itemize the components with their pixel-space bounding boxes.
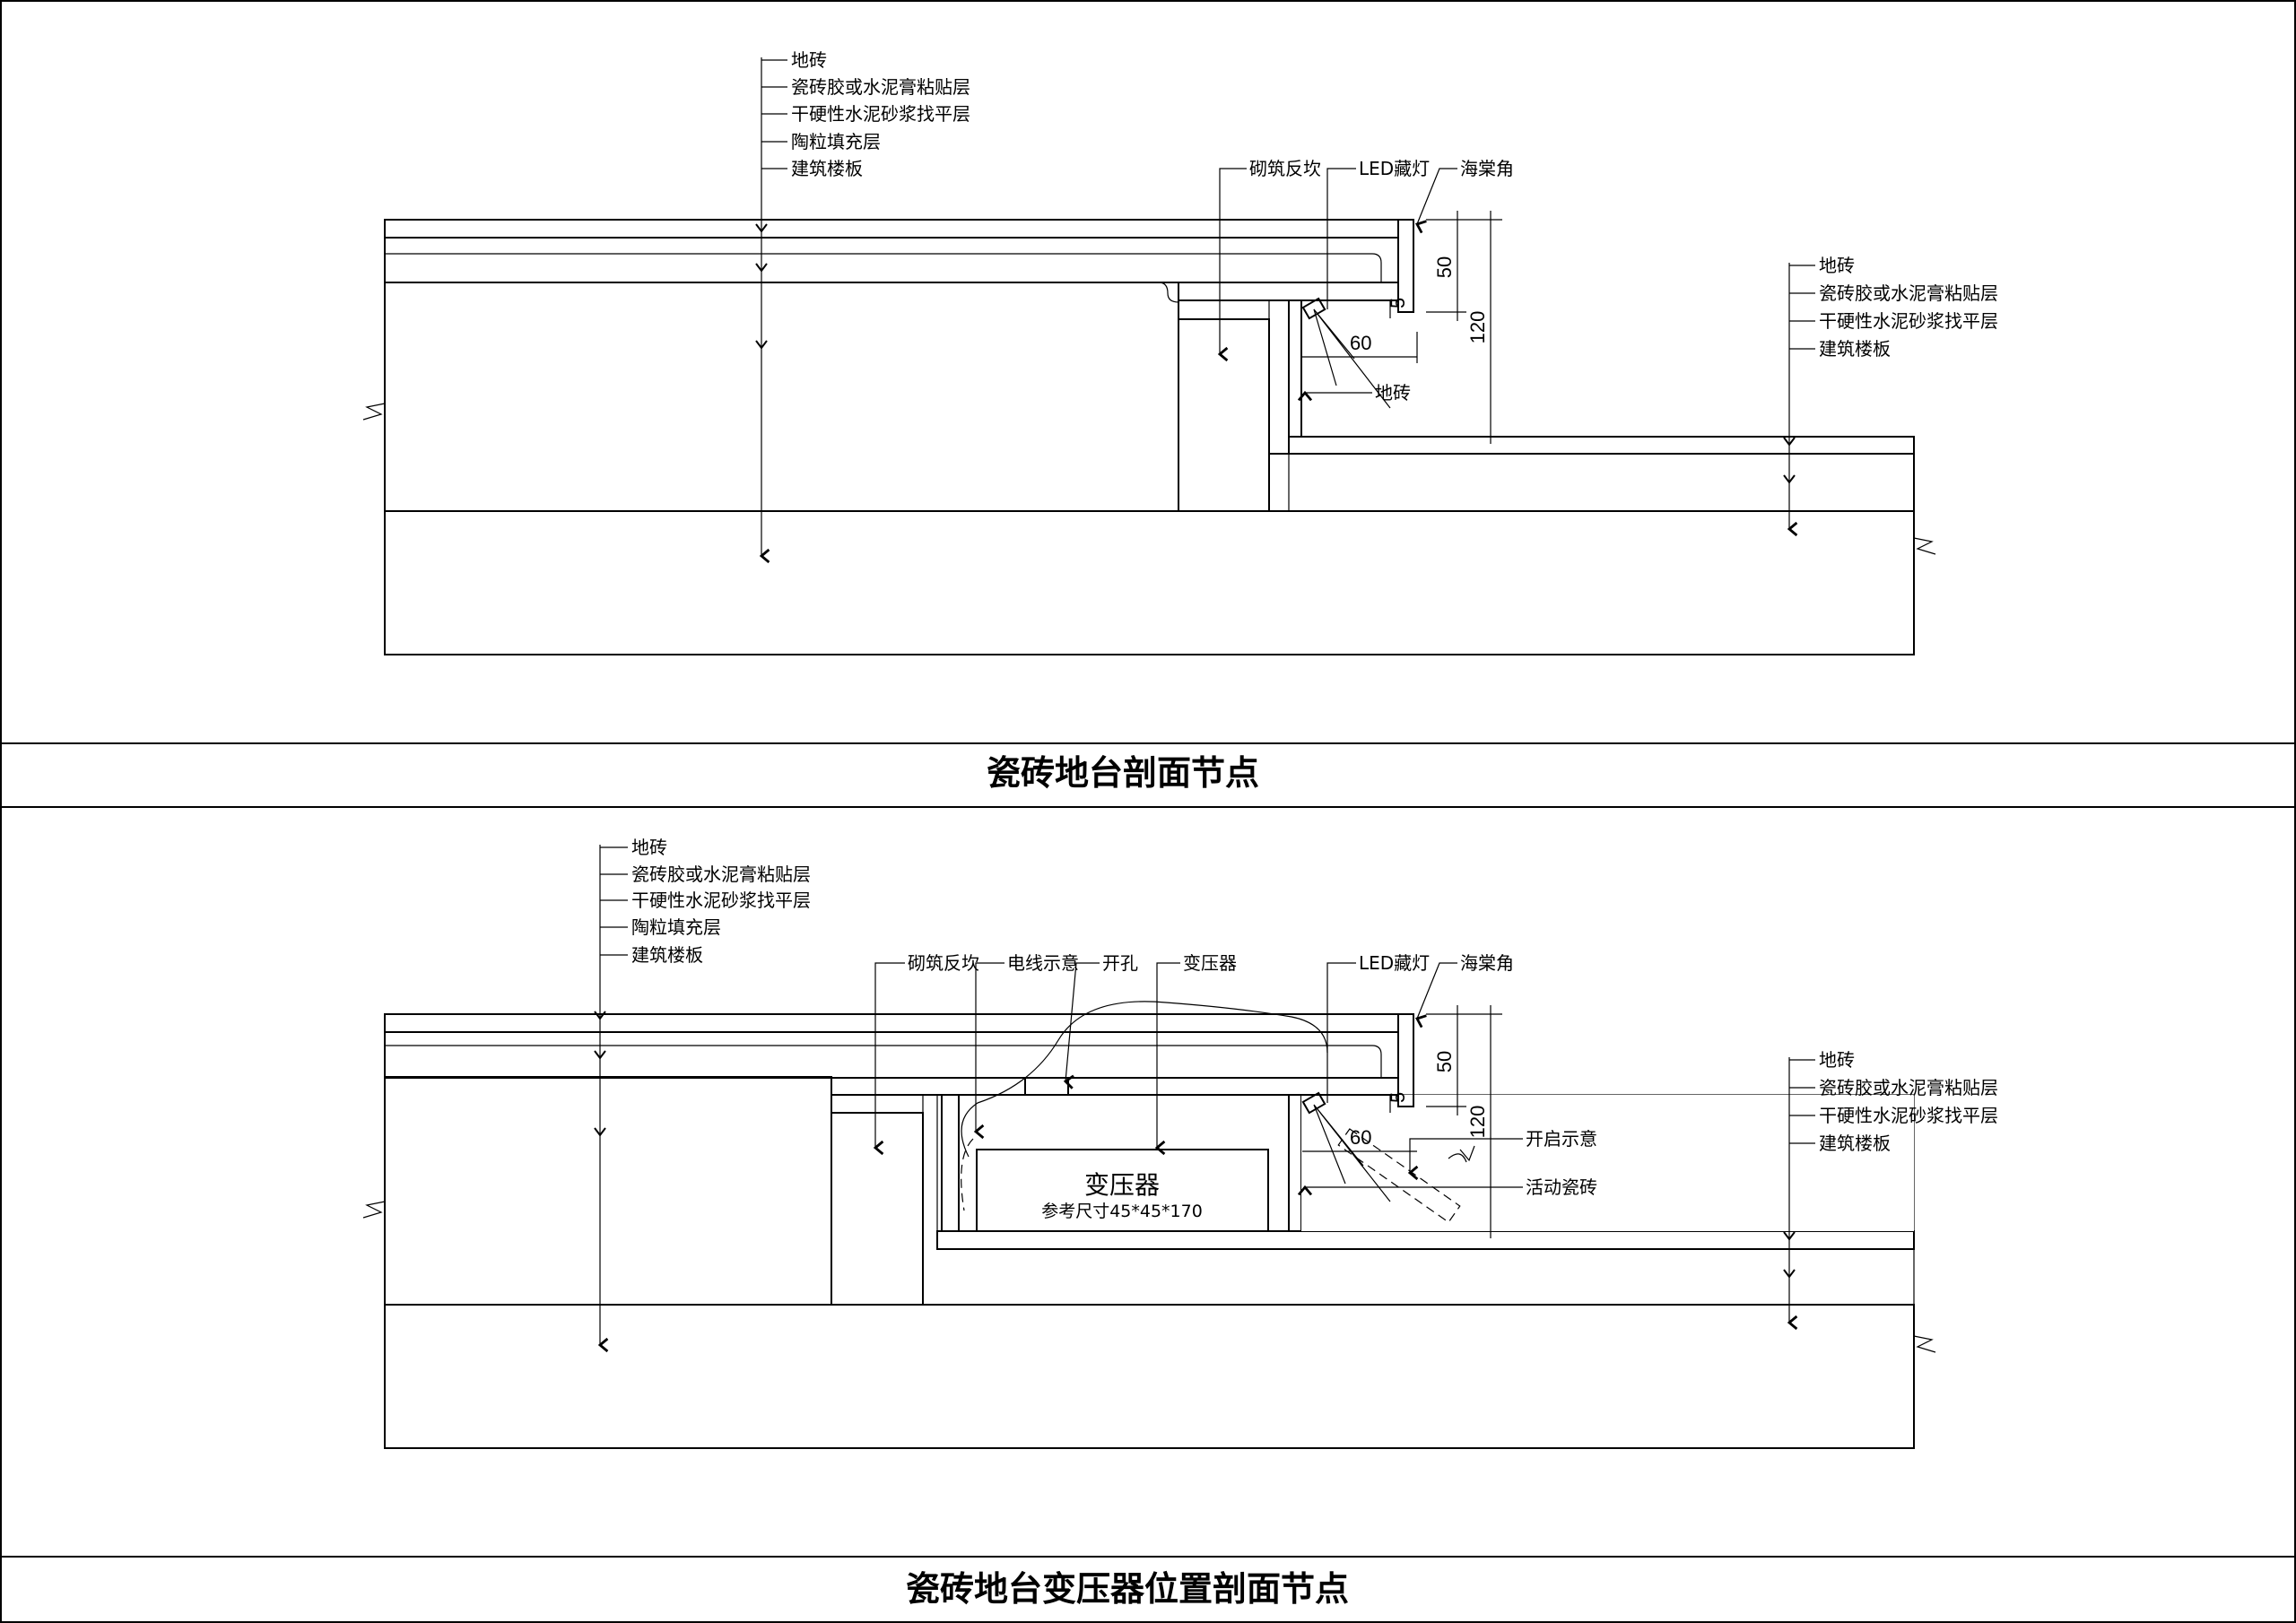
- mortar-fill: [1268, 299, 1290, 512]
- layer-labels-right: 地砖 瓷砖胶或水泥膏粘贴层 干硬性水泥砂浆找平层 建筑楼板: [1789, 1049, 1998, 1154]
- masonry-kerb: [831, 1112, 924, 1306]
- led-leader: [1326, 962, 1356, 1103]
- layer-label: 地砖: [1819, 255, 1855, 276]
- kerb-leader: [873, 962, 905, 1156]
- transformer-size: 参考尺寸45*45*170: [1041, 1202, 1203, 1221]
- upper-mortar: [384, 1031, 1399, 1079]
- layer-label: 建筑楼板: [631, 944, 703, 966]
- open-space: [1301, 1095, 1914, 1231]
- section-1-drawing: 地砖 瓷砖胶或水泥膏粘贴层 干硬性水泥砂浆找平层 陶粒填充层 建筑楼板 地砖 瓷…: [362, 49, 1998, 655]
- layer-label: 地砖: [791, 49, 827, 71]
- wire-path: [961, 1001, 1328, 1158]
- corner-leader: [1414, 168, 1457, 234]
- led-leader: [1326, 168, 1356, 309]
- layer-labels-right: 地砖 瓷砖胶或水泥膏粘贴层 干硬性水泥砂浆找平层 建筑楼板: [1789, 255, 1998, 360]
- upper-floor-tile: [384, 219, 1399, 239]
- ledge-tile: [1178, 282, 1399, 301]
- step-wall-tile: [1288, 299, 1302, 438]
- lower-floor-tile: [1288, 436, 1915, 455]
- screed-line: [385, 1045, 1382, 1078]
- led-strip: [1301, 297, 1326, 320]
- rotate-arrow-icon: [1448, 1145, 1475, 1163]
- wire-leader: [973, 962, 1004, 1140]
- light-beam: [1313, 308, 1391, 409]
- layer-labels-left: 地砖 瓷砖胶或水泥膏粘贴层 干硬性水泥砂浆找平层 陶粒填充层 建筑楼板: [761, 49, 970, 179]
- lower-mortar: [1268, 453, 1915, 512]
- ceramsite-fill: [384, 1076, 832, 1306]
- movable-tile-open: [1337, 1128, 1461, 1223]
- ceramsite-fill: [384, 282, 1179, 512]
- layer-label: 瓷砖胶或水泥膏粘贴层: [631, 864, 811, 885]
- hole-leader: [1063, 962, 1100, 1089]
- side-tile-callout: 地砖: [1375, 382, 1411, 404]
- layer-label: 干硬性水泥砂浆找平层: [791, 103, 970, 125]
- layer-label: 陶粒填充层: [631, 916, 721, 938]
- layer-label: 建筑楼板: [1819, 1133, 1891, 1154]
- layer-label: 建筑楼板: [791, 158, 863, 179]
- dimensions: 50 120 60 5: [1302, 1005, 1502, 1238]
- led-callout: LED藏灯: [1359, 952, 1430, 974]
- hole-callout: 开孔: [1102, 952, 1138, 974]
- dim-upper: 50: [1433, 256, 1456, 278]
- transformer-leader: [1154, 962, 1180, 1156]
- masonry-kerb: [1178, 318, 1270, 512]
- dim-reveal: 60: [1350, 332, 1371, 354]
- kerb-callout: 砌筑反坎: [1249, 158, 1321, 179]
- layer-label: 干硬性水泥砂浆找平层: [631, 890, 811, 911]
- ledge-tile: [831, 1077, 1399, 1096]
- transformer-name: 变压器: [1084, 1170, 1160, 1200]
- corner-leader: [1414, 962, 1457, 1028]
- layer-label: 建筑楼板: [1819, 338, 1891, 360]
- structural-slab: [384, 510, 1915, 655]
- wire-callout: 电线示意: [1007, 952, 1079, 974]
- corner-callout: 海棠角: [1460, 158, 1514, 179]
- dim-reveal: 60: [1350, 1126, 1371, 1149]
- break-mark: [362, 403, 386, 421]
- break-mark: [1913, 537, 1936, 555]
- kerb-callout: 砌筑反坎: [908, 952, 979, 974]
- movable-callout: 活动瓷砖: [1526, 1176, 1597, 1198]
- kerb-leader: [1217, 168, 1247, 362]
- cable-hole: [1024, 1077, 1069, 1096]
- step-front-tile: [1397, 219, 1414, 313]
- layer-label: 瓷砖胶或水泥膏粘贴层: [1819, 1077, 1998, 1098]
- structural-slab: [384, 1304, 1915, 1449]
- dimensions: 50 120 60 5: [1302, 211, 1502, 444]
- break-mark: [362, 1201, 386, 1219]
- open-leader: [1407, 1138, 1523, 1181]
- layer-label: 瓷砖胶或水泥膏粘贴层: [791, 76, 970, 98]
- layer-labels-left: 地砖 瓷砖胶或水泥膏粘贴层 干硬性水泥砂浆找平层 陶粒填充层 建筑楼板: [600, 837, 811, 966]
- break-mark: [1913, 1335, 1936, 1353]
- lower-floor-tile: [936, 1230, 1915, 1250]
- upper-floor-tile: [384, 1013, 1399, 1033]
- layer-label: 陶粒填充层: [791, 131, 881, 152]
- dim-gap: 5: [1387, 1092, 1409, 1103]
- layer-label: 地砖: [1819, 1049, 1855, 1071]
- cavity-wall-tile-right: [1288, 1094, 1302, 1232]
- section-title-1: 瓷砖地台剖面节点: [987, 753, 1259, 793]
- cavity-wall-tile-left: [941, 1094, 960, 1232]
- section-2-drawing: 变压器 参考尺寸45*45*170 地砖 瓷砖胶或水泥膏粘贴层 干硬性水泥砂浆找…: [362, 837, 1998, 1449]
- step-front-tile: [1397, 1013, 1414, 1107]
- wire-dashed: [961, 1138, 974, 1211]
- dim-upper: 50: [1433, 1051, 1456, 1072]
- dim-total: 120: [1466, 1106, 1489, 1139]
- transformer-box: [976, 1149, 1269, 1232]
- layer-label: 干硬性水泥砂浆找平层: [1819, 310, 1998, 332]
- dim-gap: 5: [1387, 298, 1409, 308]
- transformer-callout: 变压器: [1183, 952, 1237, 974]
- led-callout: LED藏灯: [1359, 158, 1430, 179]
- fill-edge: [1158, 282, 1179, 303]
- layer-label: 地砖: [631, 837, 667, 858]
- layer-label: 干硬性水泥砂浆找平层: [1819, 1105, 1998, 1126]
- screed-line: [385, 253, 1382, 282]
- section-title-2: 瓷砖地台变压器位置剖面节点: [906, 1569, 1349, 1609]
- corner-callout: 海棠角: [1460, 952, 1514, 974]
- open-callout: 开启示意: [1526, 1128, 1597, 1150]
- light-beam: [1313, 1104, 1391, 1202]
- layer-label: 瓷砖胶或水泥膏粘贴层: [1819, 282, 1998, 304]
- dim-total: 120: [1466, 311, 1489, 344]
- upper-mortar: [384, 237, 1399, 283]
